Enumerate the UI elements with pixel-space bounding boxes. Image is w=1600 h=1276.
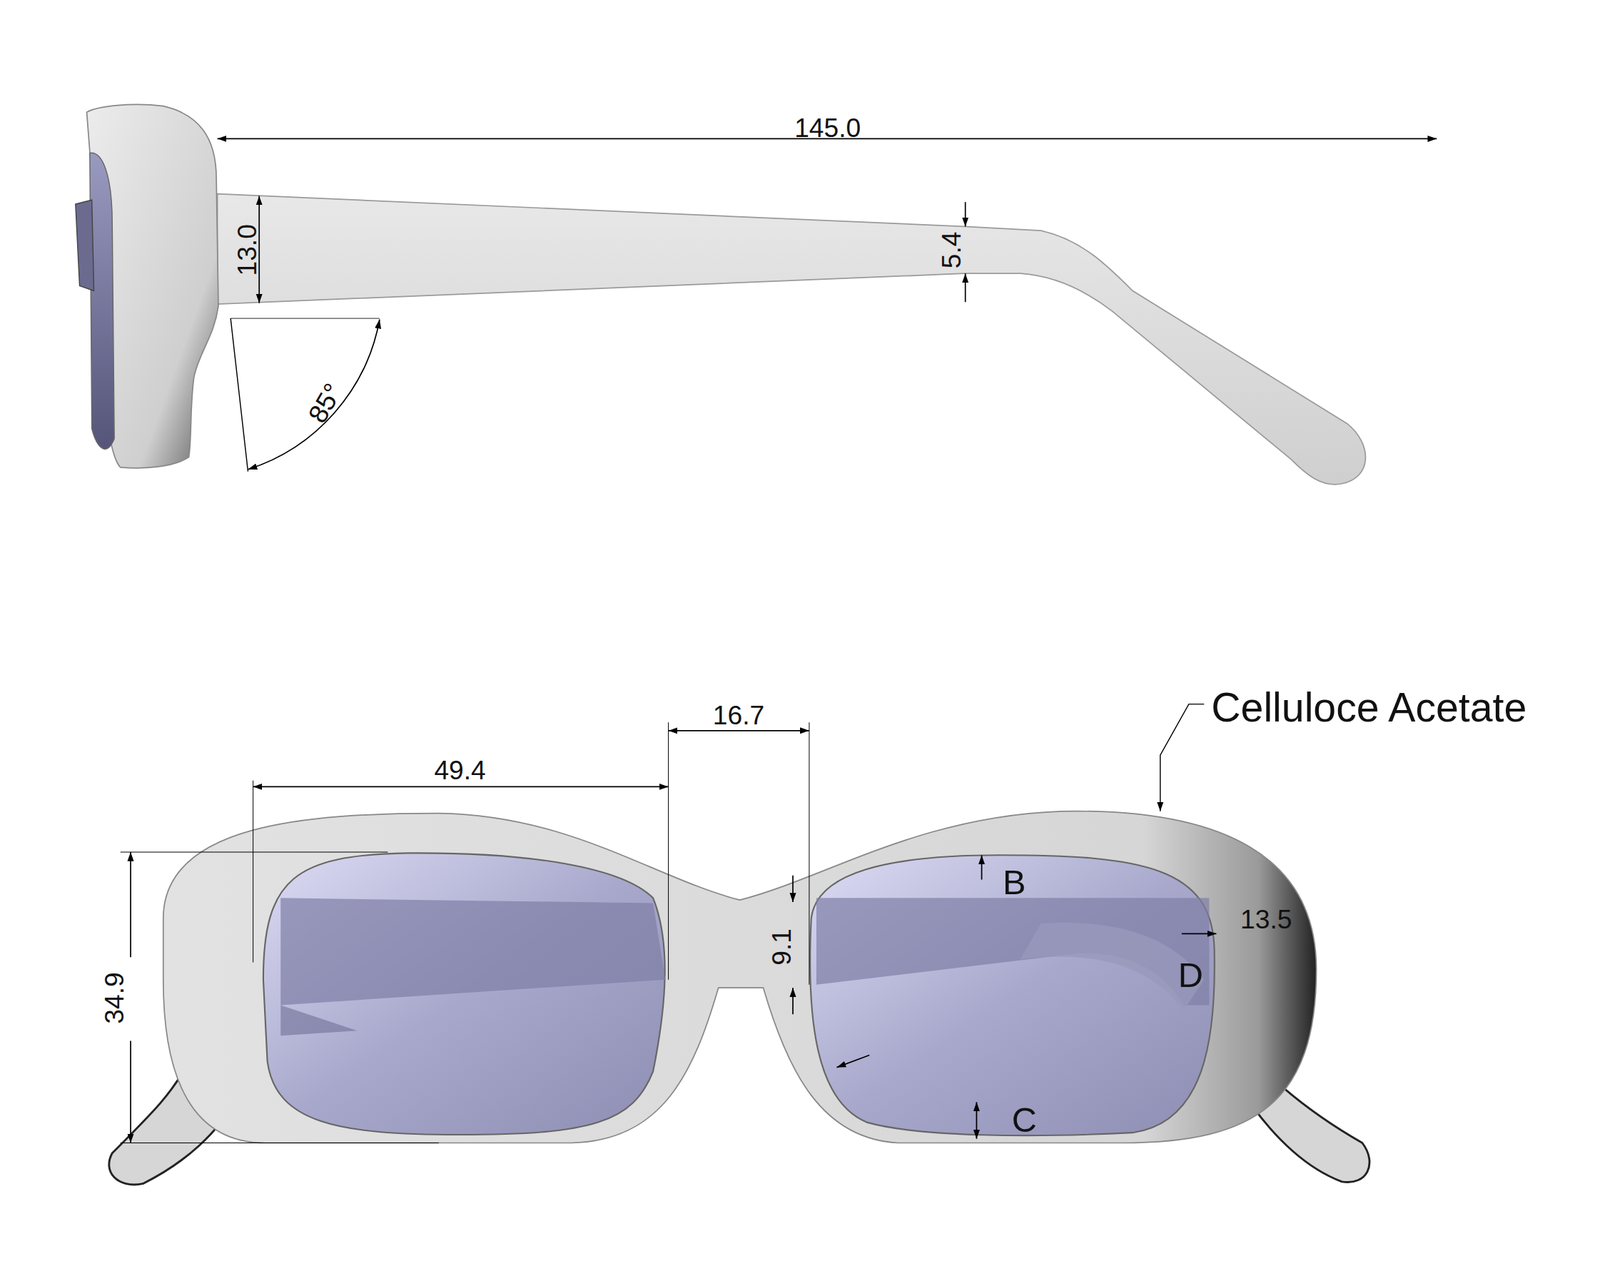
dimension-value: 49.4 <box>433 757 486 784</box>
callout-letter: D <box>1178 957 1204 992</box>
callout-letter: B <box>1002 864 1026 900</box>
dimension-value: 13.5 <box>1240 906 1292 933</box>
dimension-value: 13.0 <box>233 224 260 276</box>
material-note: Celluloce Acetate <box>1211 686 1527 728</box>
dimension-value: 9.1 <box>768 928 796 966</box>
dimension-value: 5.4 <box>937 231 965 269</box>
dimension-value: 16.7 <box>712 702 765 729</box>
dimension-value: 145.0 <box>794 114 861 141</box>
callout-letter: C <box>1011 1101 1037 1137</box>
dimension-value: 34.9 <box>100 971 128 1024</box>
angle-value: 85° <box>303 378 347 427</box>
